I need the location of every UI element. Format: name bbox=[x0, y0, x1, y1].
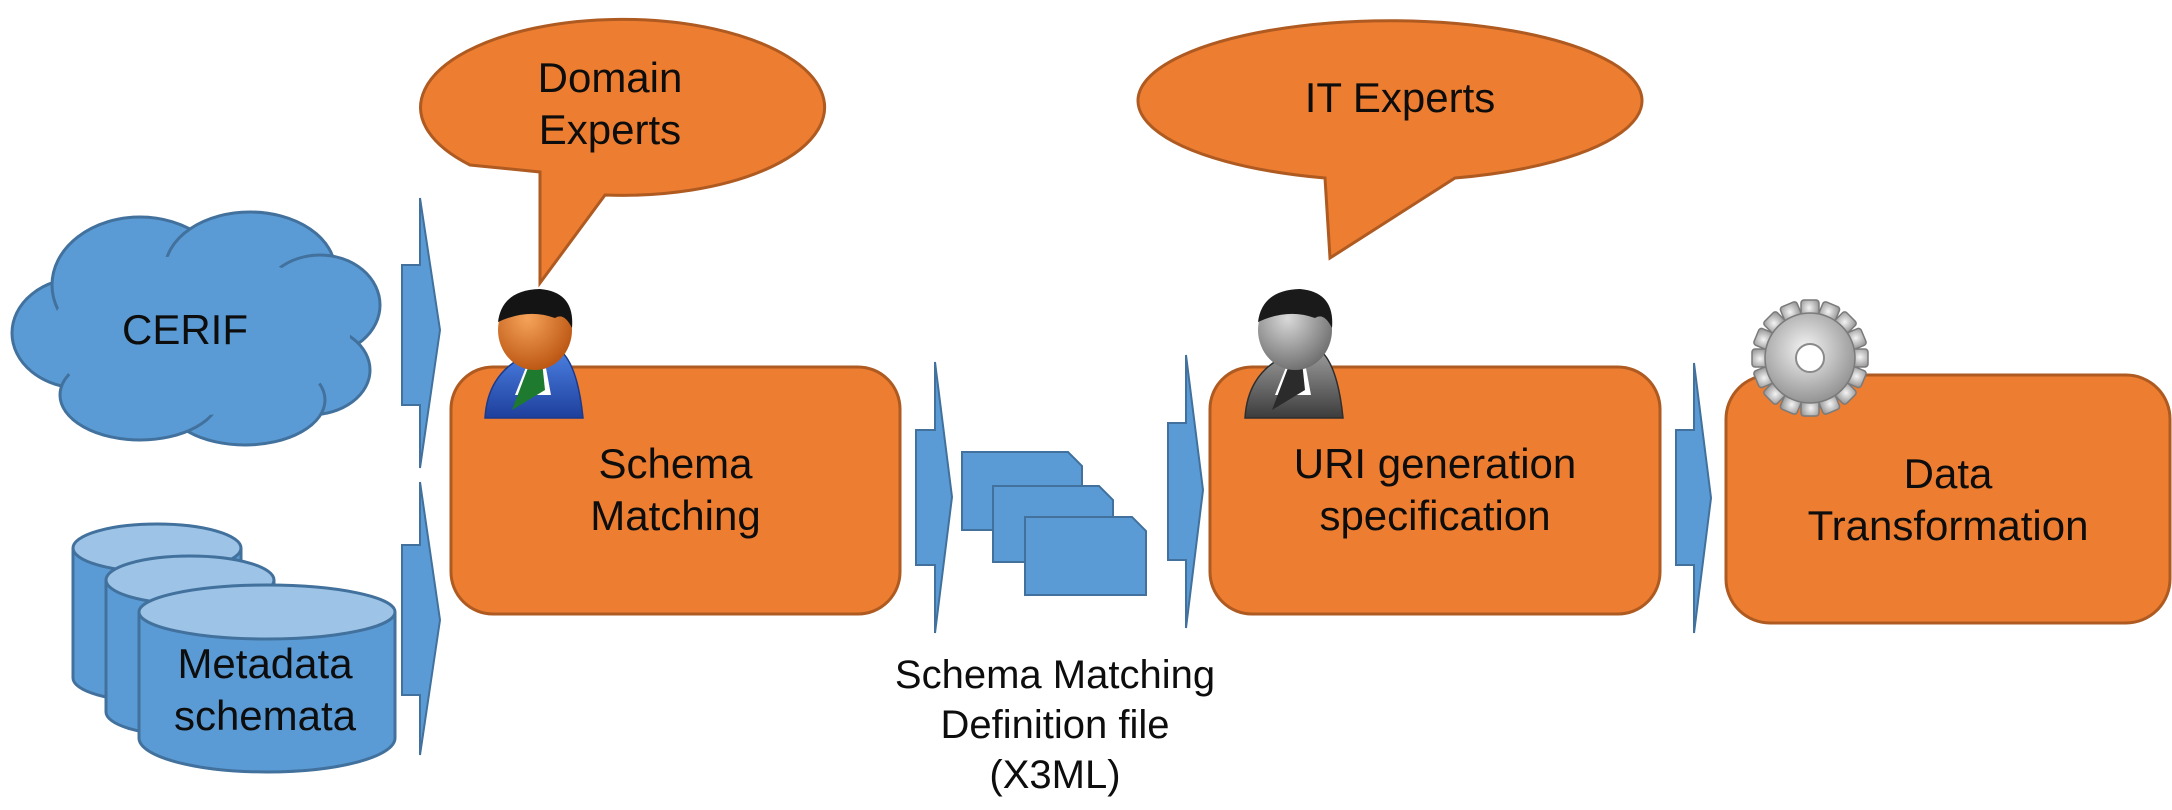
metadata-input-arrow bbox=[401, 481, 442, 756]
uri-generation-box bbox=[1208, 365, 1662, 616]
uri-generation-label: URI generation specification bbox=[1293, 439, 1577, 540]
domain-experts-label: Domain Experts bbox=[537, 53, 683, 154]
domain-experts-callout bbox=[419, 17, 827, 288]
flow-arrow-3 bbox=[1675, 362, 1713, 634]
it-experts-label: IT Experts bbox=[1304, 73, 1496, 121]
documents-icon bbox=[961, 451, 1147, 596]
cerif-label: CERIF bbox=[122, 305, 248, 353]
flow-arrow-2 bbox=[1167, 354, 1205, 629]
domain-expert-person-icon bbox=[484, 289, 584, 419]
cerif-cloud bbox=[10, 210, 382, 447]
flow-arrow-1 bbox=[915, 361, 954, 634]
schema-matching-box bbox=[449, 365, 902, 616]
schema-matching-label: Schema Matching bbox=[590, 439, 761, 540]
data-transformation-label: Data Transformation bbox=[1807, 449, 2089, 550]
cerif-input-arrow bbox=[401, 197, 442, 469]
it-experts-callout bbox=[1136, 19, 1644, 261]
it-expert-person-icon bbox=[1244, 289, 1344, 419]
metadata-schemata-label: Metadata schemata bbox=[173, 639, 357, 740]
data-transformation-box bbox=[1724, 373, 2172, 625]
definition-file-label: Schema Matching Definition file (X3ML) bbox=[894, 653, 1216, 797]
metadata-database-icon bbox=[71, 522, 397, 774]
gear-icon bbox=[1751, 299, 1869, 417]
